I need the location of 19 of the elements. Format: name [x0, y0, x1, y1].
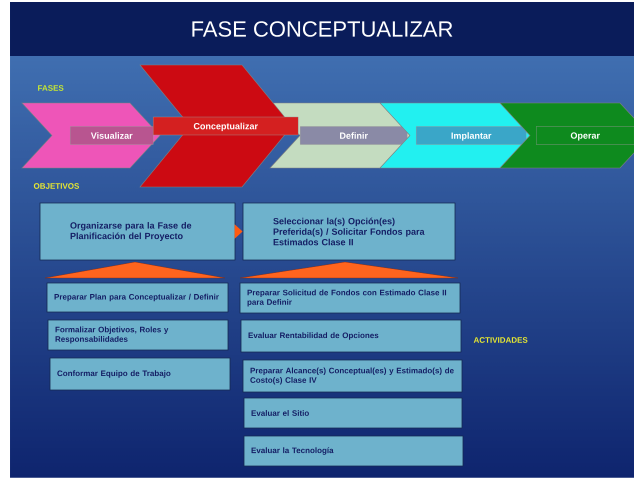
activity-box: Preparar Alcance(s) Conceptual(es) y Estimado(s) de Costo(s) Clase IV [242, 360, 462, 392]
activity-box: Preparar Plan para Conceptualizar / Definir [46, 282, 228, 312]
objective-box: Organizarse para la Fase de Planificación del Proyecto [40, 202, 236, 260]
triangle-divider [44, 262, 226, 278]
section-label: FASES [38, 85, 64, 91]
triangle-divider [240, 262, 458, 278]
phase-banner: Operar [499, 102, 634, 168]
section-label: ACTIVIDADES [474, 337, 528, 343]
phase-banner: Visualizar [21, 102, 160, 168]
section-label: OBJETIVOS [34, 183, 80, 189]
activity-box: Formalizar Objetivos, Roles y Responsabilidades [48, 320, 228, 350]
activity-box: Preparar Solicitud de Fondos con Estimado Clase II para Definir [240, 282, 460, 314]
phase-banner: Conceptualizar [139, 64, 298, 188]
objective-box: Seleccionar la(s) Opción(es) Preferida(s) / Solicitar Fondos para Estimados Clase II [242, 202, 456, 260]
activity-box: Evaluar la Tecnología [244, 436, 464, 466]
activity-box: Evaluar Rentabilidad de Opciones [240, 320, 462, 352]
activity-box: Evaluar el Sitio [244, 398, 462, 428]
activity-box: Conformar Equipo de Trabajo [50, 358, 230, 390]
title: FASE CONCEPTUALIZAR [192, 21, 452, 37]
